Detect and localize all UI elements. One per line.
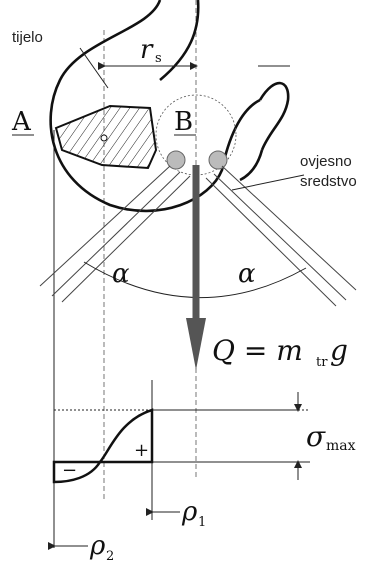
load-arrow-head <box>186 318 206 370</box>
bend-circle <box>155 94 237 176</box>
ovjesno-leader <box>231 174 305 191</box>
label-rs-sub: s <box>155 51 162 66</box>
label-rho2-sub: 2 <box>106 549 114 563</box>
label-sigma: σ <box>306 420 326 453</box>
label-point-b: B <box>174 107 193 137</box>
label-sigma-sub: max <box>326 438 356 454</box>
label-point-a: A <box>11 107 32 137</box>
label-ovjesno: ovjesno <box>300 153 352 170</box>
hook-tip-end <box>239 149 264 182</box>
label-rho1: ρ <box>181 497 198 527</box>
label-rho2: ρ <box>89 531 106 561</box>
label-tijelo: tijelo <box>12 29 43 46</box>
label-load-q: Q = m <box>212 334 303 367</box>
sling-loop-right <box>208 150 228 170</box>
label-load-sub: tr <box>316 355 328 370</box>
label-load-g: g <box>330 334 348 367</box>
tijelo-leader <box>79 47 109 89</box>
stress-negative-region <box>52 460 103 484</box>
label-rs: r <box>140 35 154 65</box>
sling-right <box>205 165 357 307</box>
label-alpha-left: α <box>112 259 130 289</box>
label-minus: − <box>62 460 77 481</box>
label-plus: + <box>134 440 149 461</box>
label-rho1-sub: 1 <box>198 515 206 530</box>
label-alpha-right: α <box>238 259 256 289</box>
label-sredstvo: sredstvo <box>300 173 357 190</box>
centroid-point <box>100 134 108 142</box>
hook-shank-inner <box>159 0 200 81</box>
hook-tip <box>258 81 290 151</box>
sling-left <box>39 165 191 303</box>
sling-loop-left <box>166 150 186 170</box>
